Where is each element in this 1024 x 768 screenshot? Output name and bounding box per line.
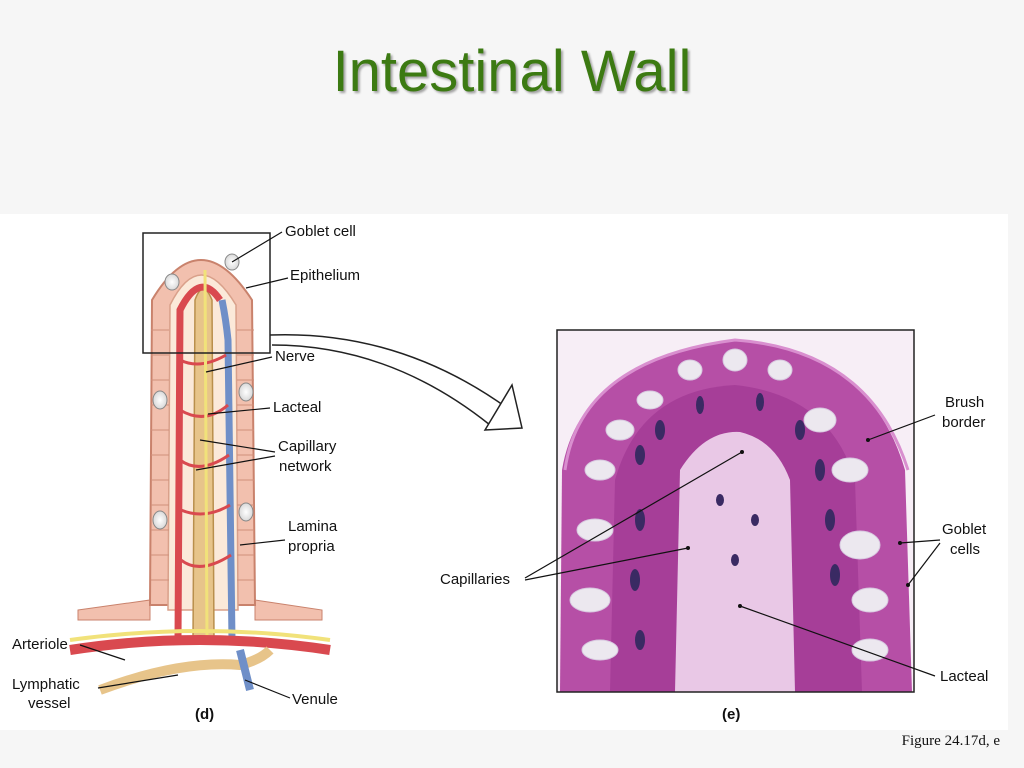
slide-title: Intestinal Wall bbox=[332, 39, 692, 104]
label-goblet-cells-line1: Goblet bbox=[942, 521, 987, 538]
venule-vessel bbox=[218, 299, 236, 641]
label-lamina-propria-line2: propria bbox=[288, 538, 335, 555]
label-epithelium: Epithelium bbox=[290, 267, 361, 284]
label-goblet-cell: Goblet cell bbox=[285, 223, 356, 240]
histology-micrograph bbox=[557, 330, 914, 692]
label-capillary-network-line2: network bbox=[279, 458, 332, 475]
label-goblet-cells-line2: cells bbox=[950, 541, 981, 558]
label-lamina-propria-line1: Lamina bbox=[288, 518, 338, 535]
label-venule: Venule bbox=[292, 691, 338, 708]
arrow-head bbox=[483, 383, 523, 431]
label-lacteal-e: Lacteal bbox=[940, 668, 989, 685]
label-capillaries: Capillaries bbox=[440, 571, 511, 588]
label-lacteal-d: Lacteal bbox=[273, 399, 322, 416]
leader-lines-e bbox=[524, 414, 941, 677]
label-brush-border-line1: Brush bbox=[945, 394, 985, 411]
nerve-fiber bbox=[203, 269, 209, 641]
magnify-box bbox=[142, 232, 271, 354]
label-capillary-network-line1: Capillary bbox=[278, 438, 337, 455]
figure-caption: Figure 24.17d, e bbox=[901, 733, 1000, 749]
arteriole-vessel bbox=[174, 283, 223, 641]
label-lymphatic-vessel-line1: Lymphatic bbox=[12, 676, 80, 693]
micrograph-frame bbox=[556, 329, 915, 693]
label-nerve: Nerve bbox=[275, 348, 316, 365]
label-arteriole: Arteriole bbox=[12, 636, 68, 653]
label-lymphatic-vessel-line2: vessel bbox=[28, 695, 71, 712]
label-brush-border-line2: border bbox=[942, 414, 986, 431]
panel-d-letter: (d) bbox=[195, 706, 215, 723]
panel-e-letter: (e) bbox=[722, 706, 741, 723]
villus-drawing bbox=[69, 232, 523, 695]
leader-dots-e bbox=[686, 438, 910, 608]
leader-lines-d bbox=[79, 231, 291, 699]
